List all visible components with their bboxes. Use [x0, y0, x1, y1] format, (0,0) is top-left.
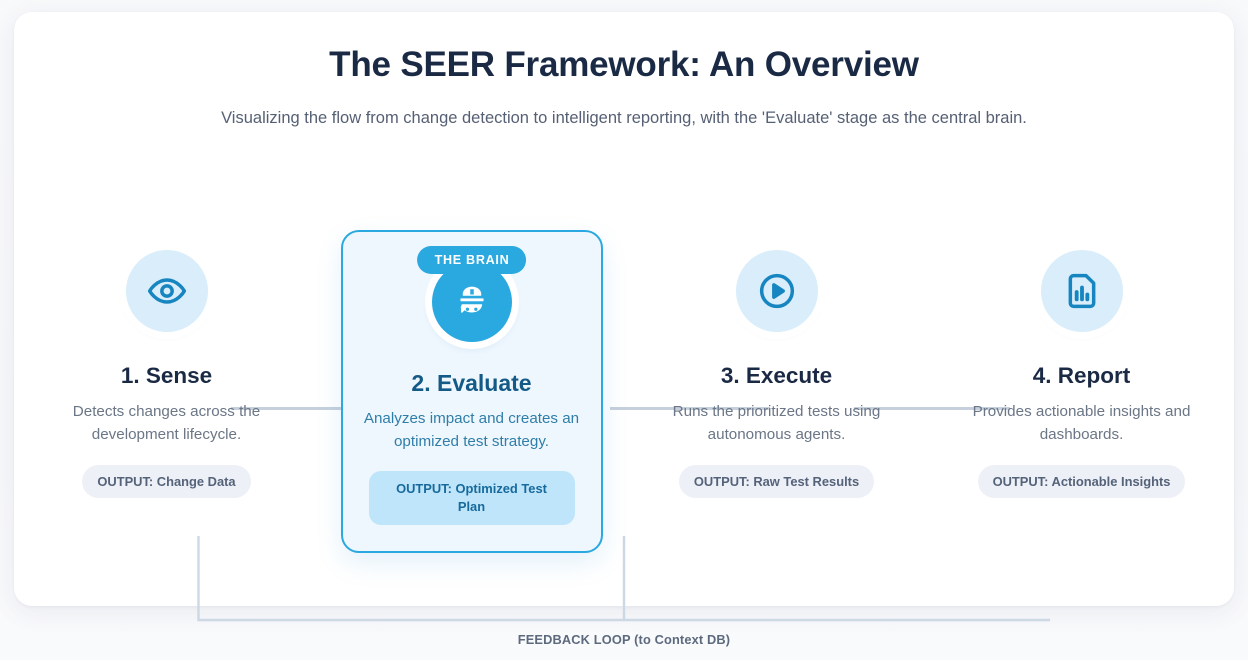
brain-badge: THE BRAIN [416, 246, 527, 274]
stage-title: 4. Report [1018, 362, 1145, 390]
flow-diagram: 1. Sense Detects changes across the deve… [14, 188, 1234, 608]
brain-wrapper: THE BRAIN 2. Evaluate Analyzes impact an… [340, 188, 603, 553]
stage-output-badge: OUTPUT: Actionable Insights [977, 465, 1186, 498]
stage-description: Provides actionable insights and dashboa… [972, 403, 1191, 443]
feedback-loop-label: FEEDBACK LOOP (to Context DB) [517, 632, 731, 647]
document-chart-icon [1040, 250, 1123, 332]
stage-list: 1. Sense Detects changes across the deve… [14, 188, 1234, 608]
stage-title: 2. Evaluate [411, 370, 532, 396]
stage-sense[interactable]: 1. Sense Detects changes across the deve… [14, 188, 319, 498]
play-circle-icon [735, 250, 818, 332]
stage-execute[interactable]: 3. Execute Runs the prioritized tests us… [624, 188, 929, 498]
stage-output-badge: OUTPUT: Raw Test Results [678, 465, 875, 498]
stage-description: Runs the prioritized tests using autonom… [672, 403, 881, 443]
page-subtitle: Visualizing the flow from change detecti… [221, 109, 1027, 127]
stage-report[interactable]: 4. Report Provides actionable insights a… [929, 188, 1234, 498]
stage-output-badge: OUTPUT: Optimized Test Plan [368, 471, 575, 525]
stage-output-badge: OUTPUT: Change Data [82, 465, 251, 498]
header: The SEER Framework: An Overview Visualiz… [14, 12, 1234, 132]
connector-sense-to-evaluate [231, 407, 387, 410]
stage-description: Detects changes across the development l… [72, 403, 261, 443]
stage-description: Analyzes impact and creates an optimized… [363, 410, 580, 450]
brain-icon [431, 262, 512, 342]
connector-execute-to-report [854, 407, 1010, 410]
page-title: The SEER Framework: An Overview [329, 45, 919, 84]
connector-evaluate-to-execute [610, 407, 770, 410]
stage-title: 1. Sense [106, 362, 227, 390]
brain-card[interactable]: THE BRAIN 2. Evaluate Analyzes impact an… [340, 230, 603, 553]
stage-title: 3. Execute [706, 362, 847, 390]
content-panel: The SEER Framework: An Overview Visualiz… [14, 12, 1234, 606]
stage-evaluate[interactable]: THE BRAIN 2. Evaluate Analyzes impact an… [319, 188, 624, 553]
eye-icon [125, 250, 208, 332]
